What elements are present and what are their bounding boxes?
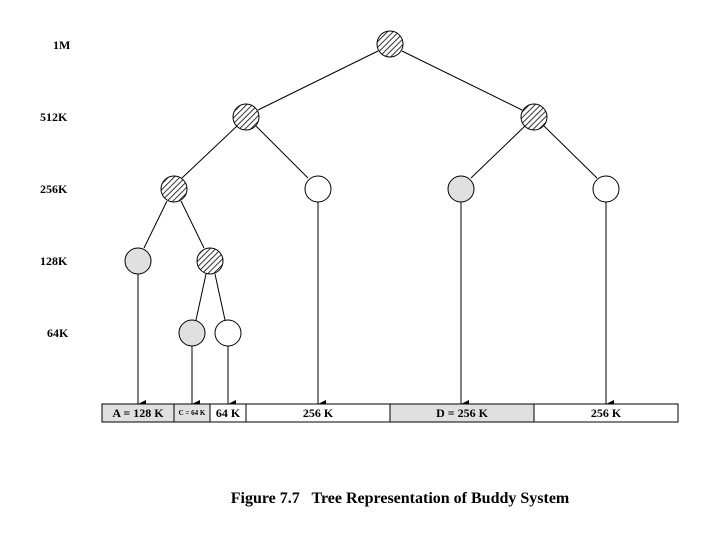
edge-256a-128a	[143, 200, 168, 249]
node-256k-split	[160, 175, 188, 203]
edge-512b-256c	[470, 125, 526, 179]
memory-block-bar: A = 128 K C = 64 K 64 K 256 K D = 256 K …	[101, 403, 679, 423]
node-128k-a	[124, 247, 152, 275]
level-label-256k: 256K	[40, 182, 68, 196]
edge-128b-64b	[214, 273, 226, 321]
node-256k-d	[447, 175, 475, 203]
node-256k-free-left	[304, 175, 332, 203]
block-arrows	[137, 202, 614, 408]
edge-512b-256d	[543, 125, 598, 179]
level-label-64k: 64K	[47, 326, 69, 340]
node-512k-right	[520, 103, 548, 131]
edge-512a-256a	[181, 125, 238, 179]
node-512k-left	[232, 103, 260, 131]
edge-128b-64a	[195, 273, 207, 321]
node-64k-c	[178, 319, 206, 347]
edge-1m-512b	[401, 50, 523, 111]
node-256k-free-right	[592, 175, 620, 203]
block-64k-label: 64 K	[216, 406, 241, 420]
edge-256a-128b	[180, 200, 205, 249]
tree-edges	[143, 50, 598, 321]
block-a-label: A = 128 K	[112, 406, 164, 420]
node-128k-split	[196, 247, 224, 275]
block-d-label: D = 256 K	[436, 406, 489, 420]
edge-512a-256b	[255, 125, 309, 179]
node-64k-free	[214, 319, 242, 347]
level-label-128k: 128K	[40, 254, 68, 268]
level-label-512k: 512K	[40, 110, 68, 124]
node-1m	[376, 30, 404, 58]
block-c-label: C = 64 K	[179, 409, 206, 417]
block-free-256k-right	[533, 403, 679, 423]
block-256k-left-label: 256 K	[303, 406, 334, 420]
figure-caption: Figure 7.7 Tree Representation of Buddy …	[231, 490, 570, 507]
tree-nodes	[124, 30, 620, 347]
edge-1m-512a	[257, 50, 379, 111]
level-label-1m: 1M	[53, 38, 70, 52]
block-256k-right-label: 256 K	[591, 406, 622, 420]
